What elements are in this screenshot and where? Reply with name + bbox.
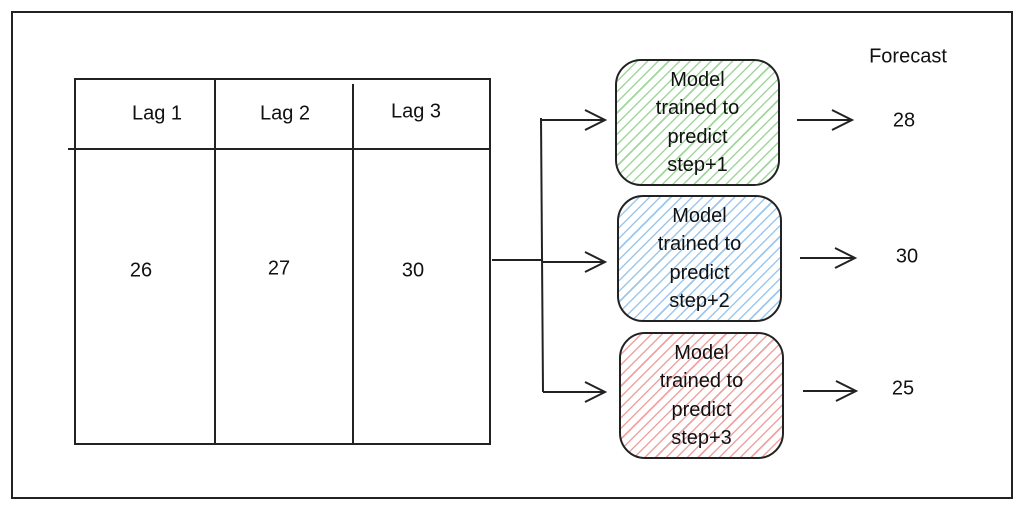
outer-frame	[11, 11, 1013, 499]
forecast-value-1: 28	[892, 109, 916, 132]
arrow-to-forecast-3	[803, 380, 859, 402]
lag-1-value: 26	[129, 259, 153, 282]
model-label-step-3: Model trained to predict step+3	[659, 341, 744, 449]
lag-1-header: Lag 1	[131, 102, 183, 125]
lag-3-header: Lag 3	[390, 100, 442, 123]
model-box-step-3: Model trained to predict step+3	[619, 332, 784, 459]
arrow-to-model-3	[543, 381, 608, 403]
branch-vertical-line	[540, 117, 544, 393]
forecast-heading: Forecast	[869, 45, 947, 68]
arrow-to-forecast-1	[797, 109, 855, 131]
arrow-to-forecast-2	[800, 247, 858, 269]
arrow-to-model-1	[541, 109, 608, 131]
forecast-value-2: 30	[895, 245, 919, 268]
lag-3-value: 30	[401, 259, 425, 282]
model-label-step-1: Model trained to predict step+1	[655, 68, 740, 176]
model-box-step-2: Model trained to predict step+2	[617, 195, 782, 322]
lag-2-value: 27	[267, 257, 291, 280]
forecast-value-3: 25	[891, 377, 915, 400]
lag-2-header: Lag 2	[259, 102, 311, 125]
model-label-step-2: Model trained to predict step+2	[657, 204, 742, 312]
lag-table-border	[74, 78, 491, 445]
model-box-step-1: Model trained to predict step+1	[615, 59, 780, 186]
arrow-to-model-2	[543, 251, 608, 273]
